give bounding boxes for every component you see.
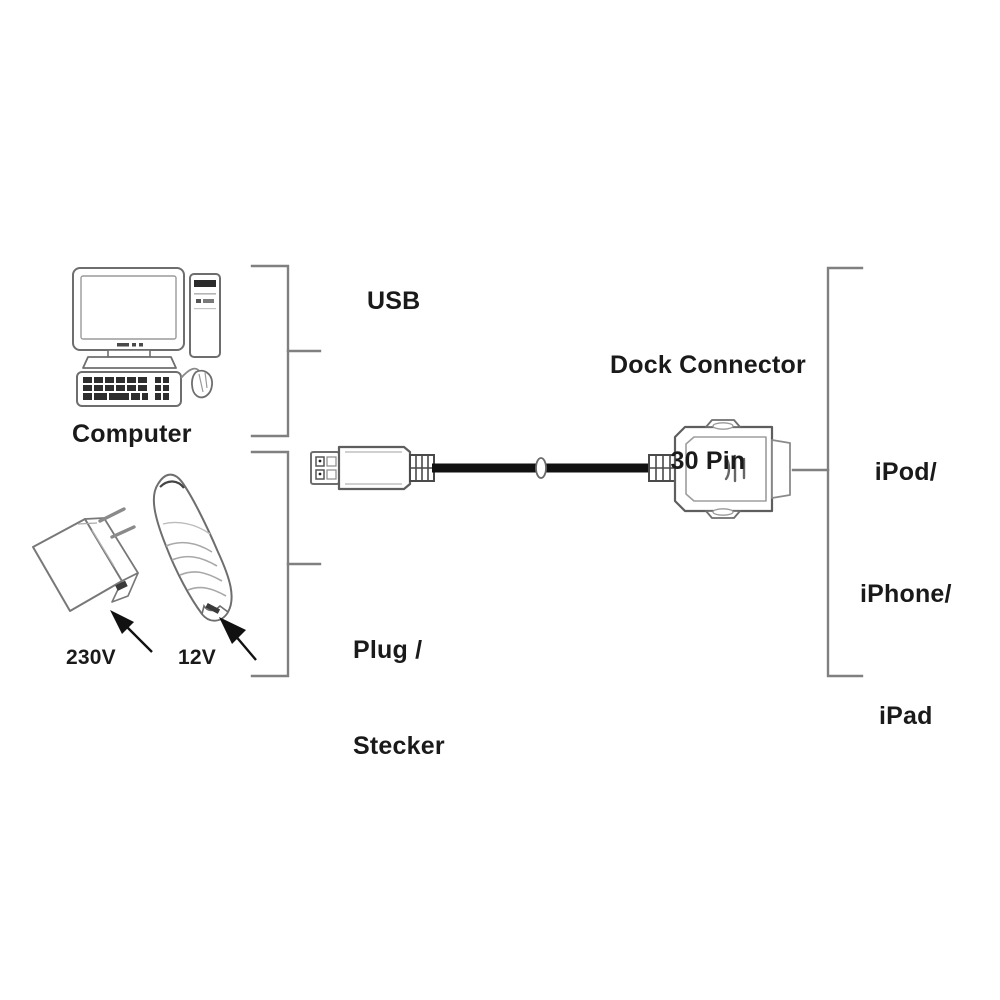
- dock-connector-icon: [648, 419, 791, 519]
- label-device-ipad: iPad: [879, 702, 933, 730]
- cable-icon: [432, 457, 660, 479]
- car-charger-icon: [152, 473, 233, 622]
- right-bracket-devices: [791, 266, 864, 678]
- label-dock-connector: Dock Connector 30 Pin: [610, 285, 806, 541]
- arrow-to-ac-usb-port: [110, 610, 153, 653]
- label-usb: USB: [367, 287, 421, 315]
- left-bracket-computer: [250, 264, 322, 438]
- computer-icon: [72, 267, 221, 407]
- label-plug-line2: Stecker: [353, 732, 445, 760]
- label-computer: Computer: [72, 420, 192, 448]
- left-bracket-plug: [250, 450, 322, 678]
- label-device-iphone: iPhone/: [860, 580, 952, 608]
- label-voltage-12v: 12V: [178, 646, 216, 669]
- label-voltage-230v: 230V: [66, 646, 116, 669]
- label-plug-stecker: Plug / Stecker: [353, 570, 445, 826]
- label-device-ipod: iPod/: [874, 458, 937, 486]
- label-dock-line1: Dock Connector: [610, 351, 806, 379]
- usb-plug-icon: [310, 445, 435, 491]
- arrow-to-car-usb-port: [219, 617, 257, 661]
- label-dock-line2: 30 Pin: [670, 447, 746, 475]
- label-apple-devices: iPod/ iPhone/ iPad: [860, 392, 952, 796]
- label-plug-line1: Plug /: [353, 636, 423, 664]
- wall-charger-icon: [32, 507, 139, 612]
